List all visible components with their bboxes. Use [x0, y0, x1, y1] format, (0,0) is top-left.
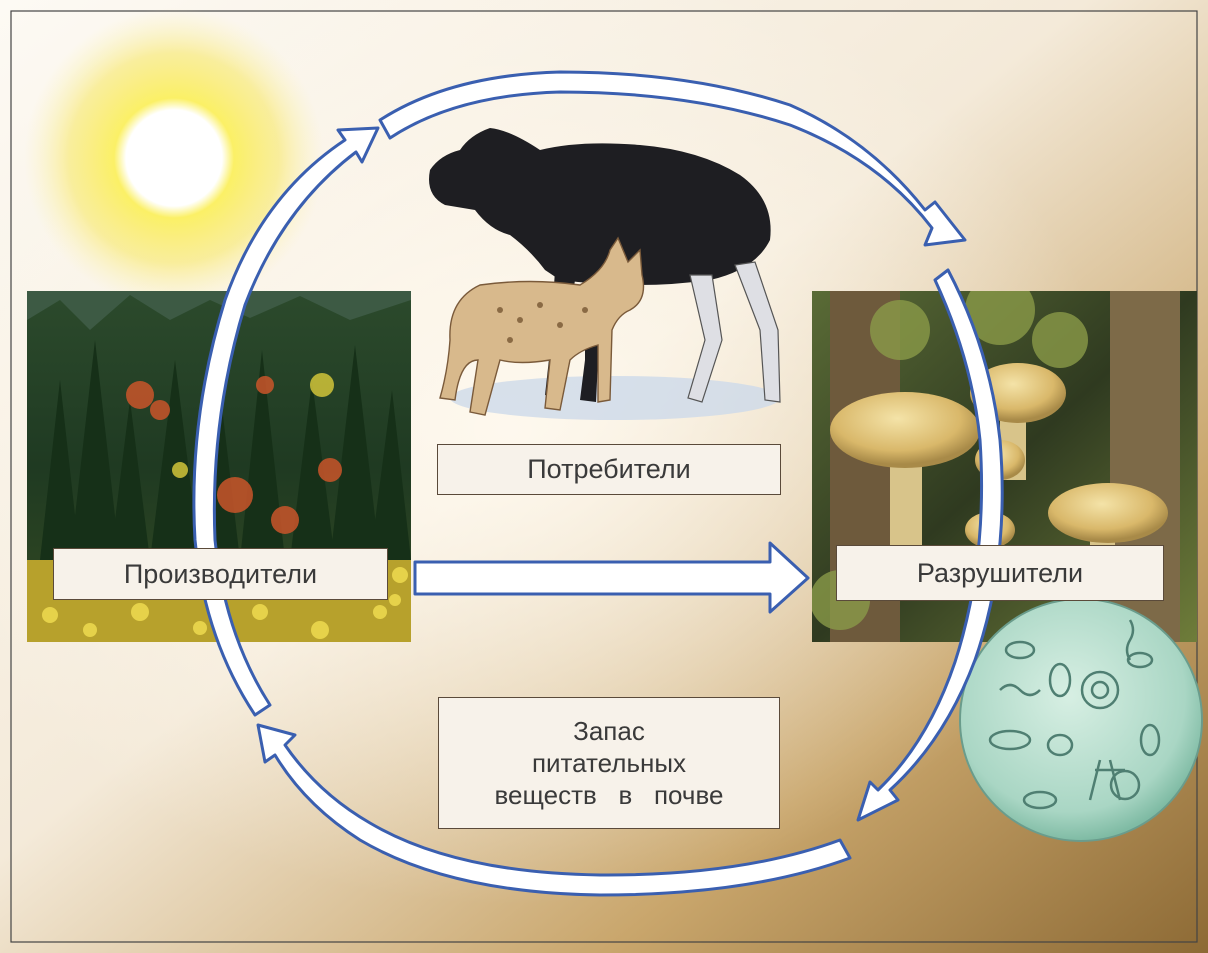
sun-icon [24, 8, 324, 308]
producers-label: Производители [53, 548, 388, 600]
nutrient-pool-line-2: питательных [532, 747, 686, 779]
microbes-microscope-view [960, 599, 1202, 841]
nutrient-pool-line-1: Запас [573, 715, 645, 747]
nutrient-pool-line-3: веществ в почве [495, 779, 724, 811]
consumers-label-text: Потребители [527, 454, 691, 485]
consumers-label: Потребители [437, 444, 781, 495]
producers-label-text: Производители [124, 559, 317, 590]
nutrient-pool-label: Запас питательных веществ в почве [438, 697, 780, 829]
decomposers-label: Разрушители [836, 545, 1164, 601]
decomposers-label-text: Разрушители [917, 558, 1083, 589]
